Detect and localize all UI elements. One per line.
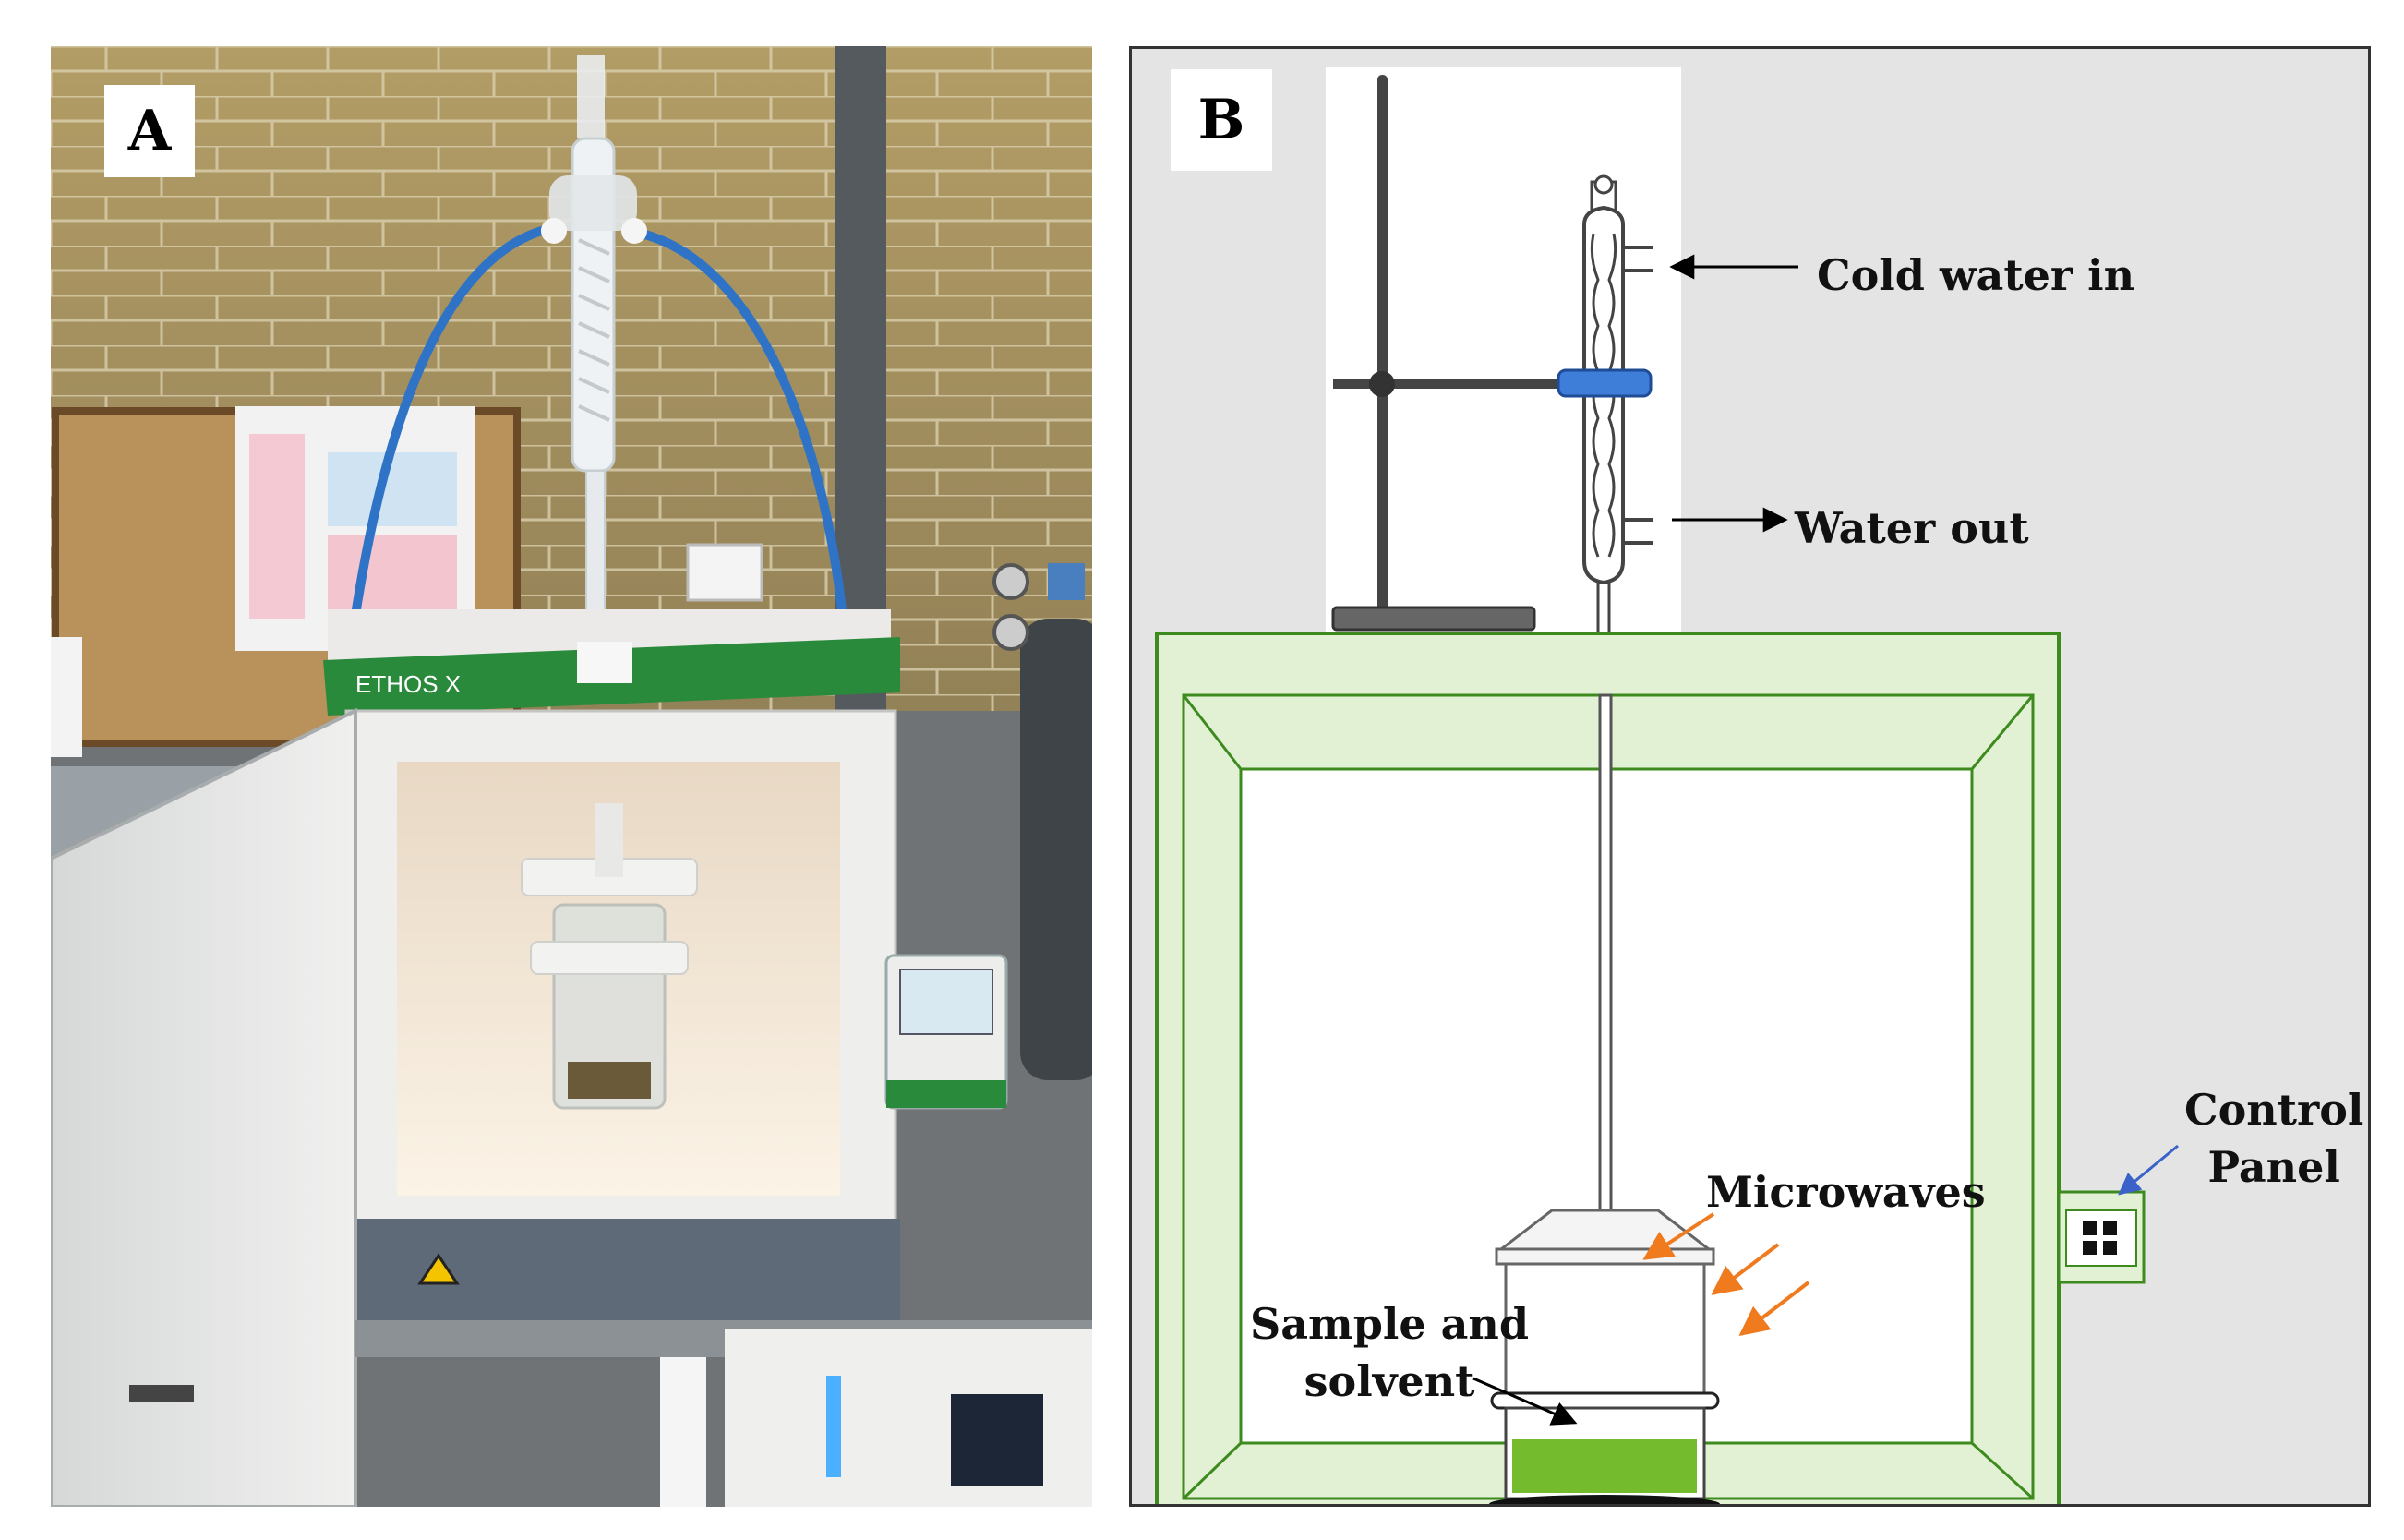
label-control-panel: Control Panel — [2184, 1085, 2364, 1193]
flask-body — [1504, 1262, 1706, 1404]
sample-arrow — [1472, 1377, 1578, 1426]
panel-letter-a: A — [104, 85, 195, 177]
microwave-arrow-1 — [1642, 1212, 1715, 1260]
label-cold-water-in: Cold water in — [1817, 250, 2135, 300]
condenser-stem — [1598, 693, 1613, 1219]
label-water-out: Water out — [1795, 503, 2029, 553]
microwave-door — [51, 707, 357, 1507]
label-sample-and-solvent: Sample and solvent — [1250, 1299, 1530, 1407]
label-microwaves: Microwaves — [1706, 1167, 1986, 1217]
blue-hose-right — [627, 226, 849, 638]
water-outlet-port — [1623, 518, 1653, 545]
flask-base — [1489, 1495, 1720, 1504]
control-panel-buttons-icon — [2083, 1221, 2117, 1255]
gas-cylinder — [1020, 619, 1092, 1080]
mae-schematic — [1155, 67, 2179, 1504]
control-panel-arrow — [2118, 1144, 2179, 1196]
device-brand-text: ETHOS X — [355, 670, 461, 698]
stand-clamp-arm — [1333, 379, 1610, 389]
panel-a-photo: ETHOS X A — [51, 46, 1092, 1507]
stand-rod — [1377, 75, 1388, 629]
condenser-clamp — [1557, 368, 1653, 398]
wall-socket — [686, 543, 763, 602]
microwave-arrow-3 — [1738, 1281, 1810, 1336]
blue-hose-left — [346, 222, 564, 647]
stand-clamp-boss — [1369, 371, 1395, 397]
microwave-arrow-2 — [1711, 1243, 1780, 1295]
sample-solvent-fill — [1512, 1439, 1697, 1493]
water-inlet-port — [1623, 246, 1653, 272]
stand-base — [1331, 606, 1536, 632]
condenser-joint — [577, 55, 605, 138]
lab-photo-illustration: ETHOS X — [51, 46, 1092, 1507]
panel-b-schematic: B Cold water in Water out Microwaves Con… — [1129, 46, 2371, 1507]
panel-letter-b: B — [1171, 69, 1272, 171]
